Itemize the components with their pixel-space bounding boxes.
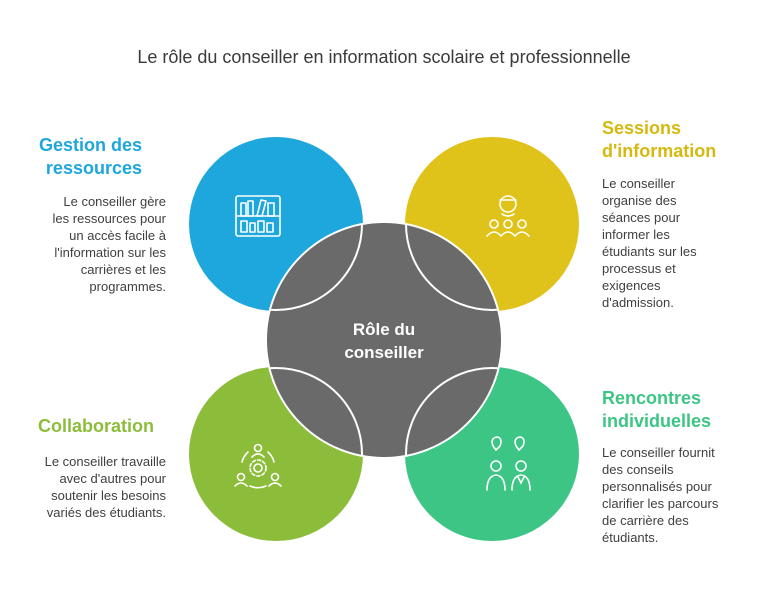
team-gear-icon xyxy=(234,443,282,489)
heading-line: d'information xyxy=(602,141,717,161)
desc-line: informer les xyxy=(602,227,670,242)
heading-sessions-information: Sessions d'information xyxy=(602,117,752,163)
heading-line: individuelles xyxy=(602,411,712,431)
heading-line: Collaboration xyxy=(38,416,154,436)
two-people-conversation-icon xyxy=(486,436,531,491)
desc-line: Le conseiller travaille xyxy=(44,454,166,469)
desc-gestion-ressources: Le conseiller gère les ressources pour u… xyxy=(16,193,166,295)
heading-line: Sessions xyxy=(602,118,682,138)
desc-line: Le conseiller gère xyxy=(63,194,166,209)
heading-gestion-ressources: Gestion des ressources xyxy=(20,134,142,180)
circle-center xyxy=(266,222,502,458)
desc-line: de carrière des xyxy=(602,513,689,528)
presenter-audience-icon xyxy=(486,195,530,237)
page-title: Le rôle du conseiller en information sco… xyxy=(137,47,631,67)
desc-line: carrières et les xyxy=(80,262,166,277)
desc-line: programmes. xyxy=(89,279,166,294)
heading-line: Rencontres xyxy=(602,388,702,408)
heading-collaboration: Collaboration xyxy=(20,415,154,438)
desc-line: des conseils xyxy=(602,462,674,477)
desc-line: d'admission. xyxy=(602,295,674,310)
desc-line: organise des xyxy=(602,193,677,208)
heading-rencontres-individuelles: Rencontres individuelles xyxy=(602,387,752,433)
desc-line: processus et xyxy=(602,261,676,276)
desc-line: étudiants. xyxy=(602,530,659,545)
desc-line: étudiants sur les xyxy=(602,244,697,259)
heading-line: ressources xyxy=(45,158,142,178)
desc-line: séances pour xyxy=(602,210,681,225)
center-label-line: Rôle du xyxy=(352,320,416,339)
desc-line: Le conseiller xyxy=(602,176,675,191)
desc-line: clarifier les parcours xyxy=(602,496,719,511)
desc-line: exigences xyxy=(602,278,661,293)
desc-line: avec d'autres pour xyxy=(59,471,166,486)
desc-rencontres-individuelles: Le conseiller fournit des conseils perso… xyxy=(602,444,762,546)
desc-line: l'information sur les xyxy=(54,245,166,260)
desc-line: soutenir les besoins xyxy=(51,488,166,503)
desc-sessions-information: Le conseiller organise des séances pour … xyxy=(602,175,752,311)
center-label-line: conseiller xyxy=(344,343,424,362)
bookshelf-icon xyxy=(235,195,281,237)
desc-collaboration: Le conseiller travaille avec d'autres po… xyxy=(10,453,166,521)
center-label: Rôle du conseiller xyxy=(306,318,462,364)
desc-line: variés des étudiants. xyxy=(46,505,166,520)
heading-line: Gestion des xyxy=(38,135,142,155)
desc-line: personnalisés pour xyxy=(602,479,712,494)
desc-line: les ressources pour xyxy=(52,211,166,226)
desc-line: Le conseiller fournit xyxy=(602,445,715,460)
desc-line: un accès facile à xyxy=(69,228,166,243)
